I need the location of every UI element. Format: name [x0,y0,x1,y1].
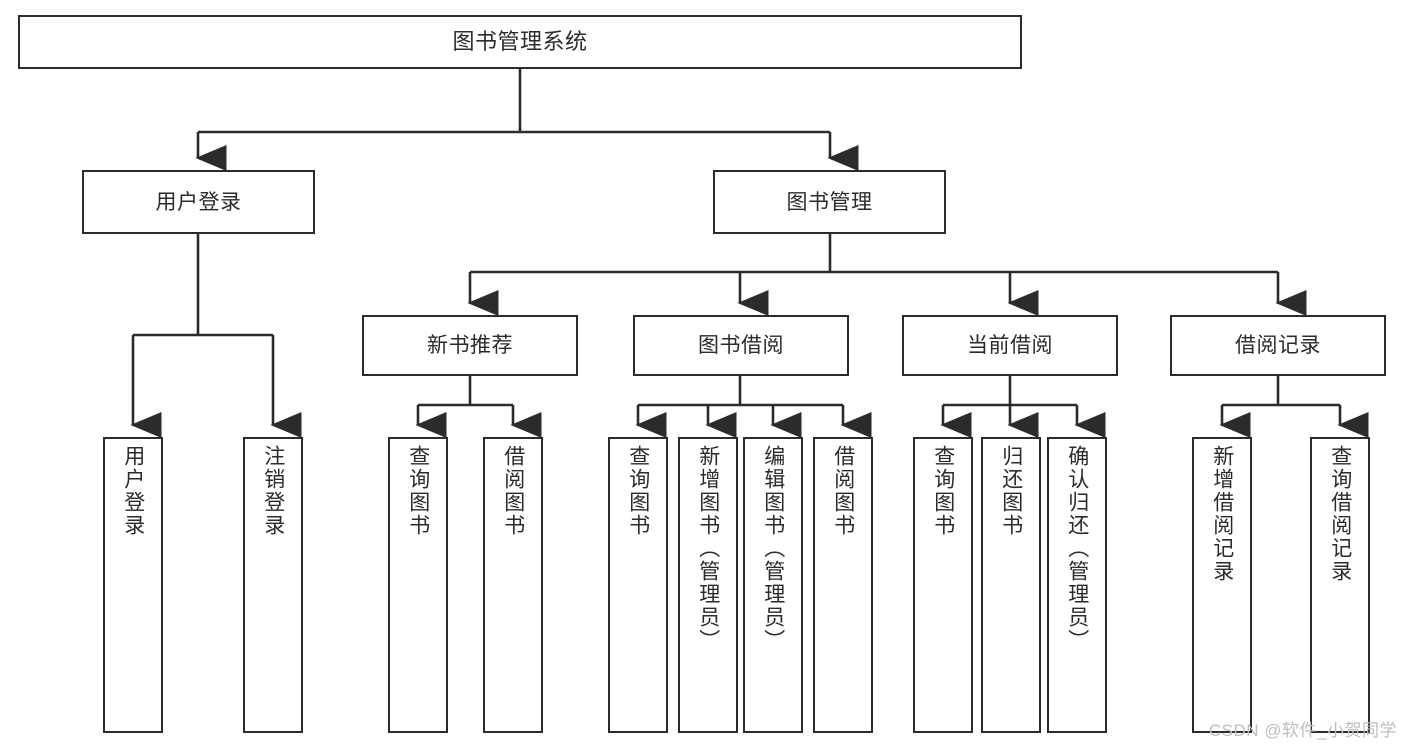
leaf-new-books-query[interactable]: 查询图书 [388,437,448,733]
leaf-user-login-signout[interactable]: 注销登录 [243,437,303,733]
node-label: 新增图书（管理员） [696,445,720,652]
node-label: 新书推荐 [427,334,513,357]
leaf-borrow-add-book[interactable]: 新增图书（管理员） [678,437,738,733]
node-new-book-recommend[interactable]: 新书推荐 [362,315,578,376]
node-label: 图书借阅 [698,334,784,357]
node-label: 当前借阅 [967,334,1053,357]
leaf-new-books-borrow[interactable]: 借阅图书 [483,437,543,733]
node-label: 用户登录 [121,445,145,537]
node-label: 注销登录 [261,445,285,537]
node-label: 新增借阅记录 [1210,445,1234,583]
node-label: 查询图书 [406,445,430,537]
node-book-borrow[interactable]: 图书借阅 [633,315,849,376]
leaf-borrow-borrow-book[interactable]: 借阅图书 [813,437,873,733]
node-borrow-records[interactable]: 借阅记录 [1170,315,1386,376]
leaf-current-return[interactable]: 归还图书 [981,437,1041,733]
node-label: 查询图书 [626,445,650,537]
node-label: 图书管理 [786,190,873,214]
leaf-records-add[interactable]: 新增借阅记录 [1192,437,1252,733]
node-label: 借阅图书 [501,445,525,537]
node-book-management[interactable]: 图书管理 [713,170,946,234]
node-root-system[interactable]: 图书管理系统 [18,15,1022,69]
watermark: CSDN @软件_小贺同学 [1208,721,1397,740]
node-label: 图书管理系统 [452,29,588,54]
node-label: 归还图书 [999,445,1023,537]
leaf-current-confirm-return[interactable]: 确认归还（管理员） [1047,437,1107,733]
node-label: 查询借阅记录 [1328,445,1352,583]
node-current-borrow[interactable]: 当前借阅 [902,315,1118,376]
leaf-records-query[interactable]: 查询借阅记录 [1310,437,1370,733]
node-label: 确认归还（管理员） [1065,445,1089,652]
node-label: 编辑图书（管理员） [761,445,785,652]
node-label: 借阅记录 [1235,334,1321,357]
node-label: 查询图书 [931,445,955,537]
leaf-current-query[interactable]: 查询图书 [913,437,973,733]
leaf-borrow-edit-book[interactable]: 编辑图书（管理员） [743,437,803,733]
leaf-borrow-query[interactable]: 查询图书 [608,437,668,733]
node-label: 用户登录 [155,190,242,214]
node-user-login[interactable]: 用户登录 [82,170,315,234]
node-label: 借阅图书 [831,445,855,537]
leaf-user-login-signin[interactable]: 用户登录 [103,437,163,733]
